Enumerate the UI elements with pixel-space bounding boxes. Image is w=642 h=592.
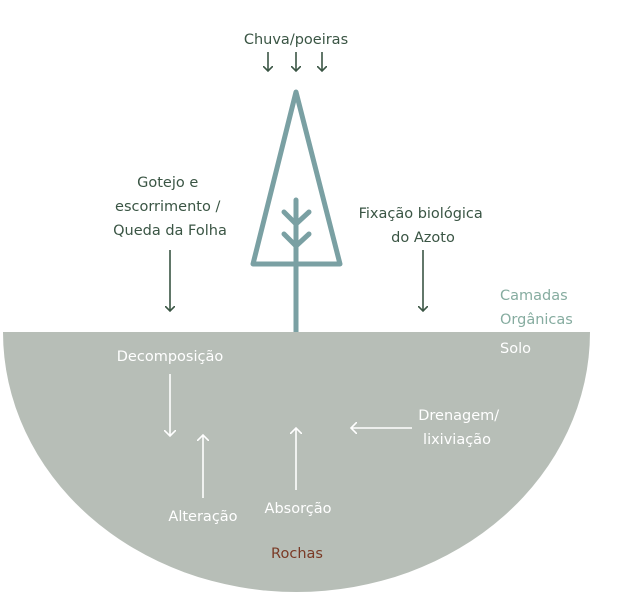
tree-icon xyxy=(250,89,343,332)
drip-label: Gotejo e escorrimento / Queda da Folha xyxy=(113,175,227,239)
soil-label: Solo xyxy=(500,341,531,357)
alteration-label: Alteração xyxy=(168,509,237,525)
decomposition-label: Decomposição xyxy=(117,349,224,365)
rocks-label: Rochas xyxy=(271,546,323,562)
rain-label: Chuva/poeiras xyxy=(244,32,348,48)
rain-arrows xyxy=(268,52,322,71)
fixation-label: Fixação biológica do Azoto xyxy=(359,206,488,246)
absorption-label: Absorção xyxy=(265,501,332,517)
organic-layers-label: Camadas Orgânicas xyxy=(500,288,573,328)
drainage-label: Drenagem/ lixiviação xyxy=(418,408,504,448)
